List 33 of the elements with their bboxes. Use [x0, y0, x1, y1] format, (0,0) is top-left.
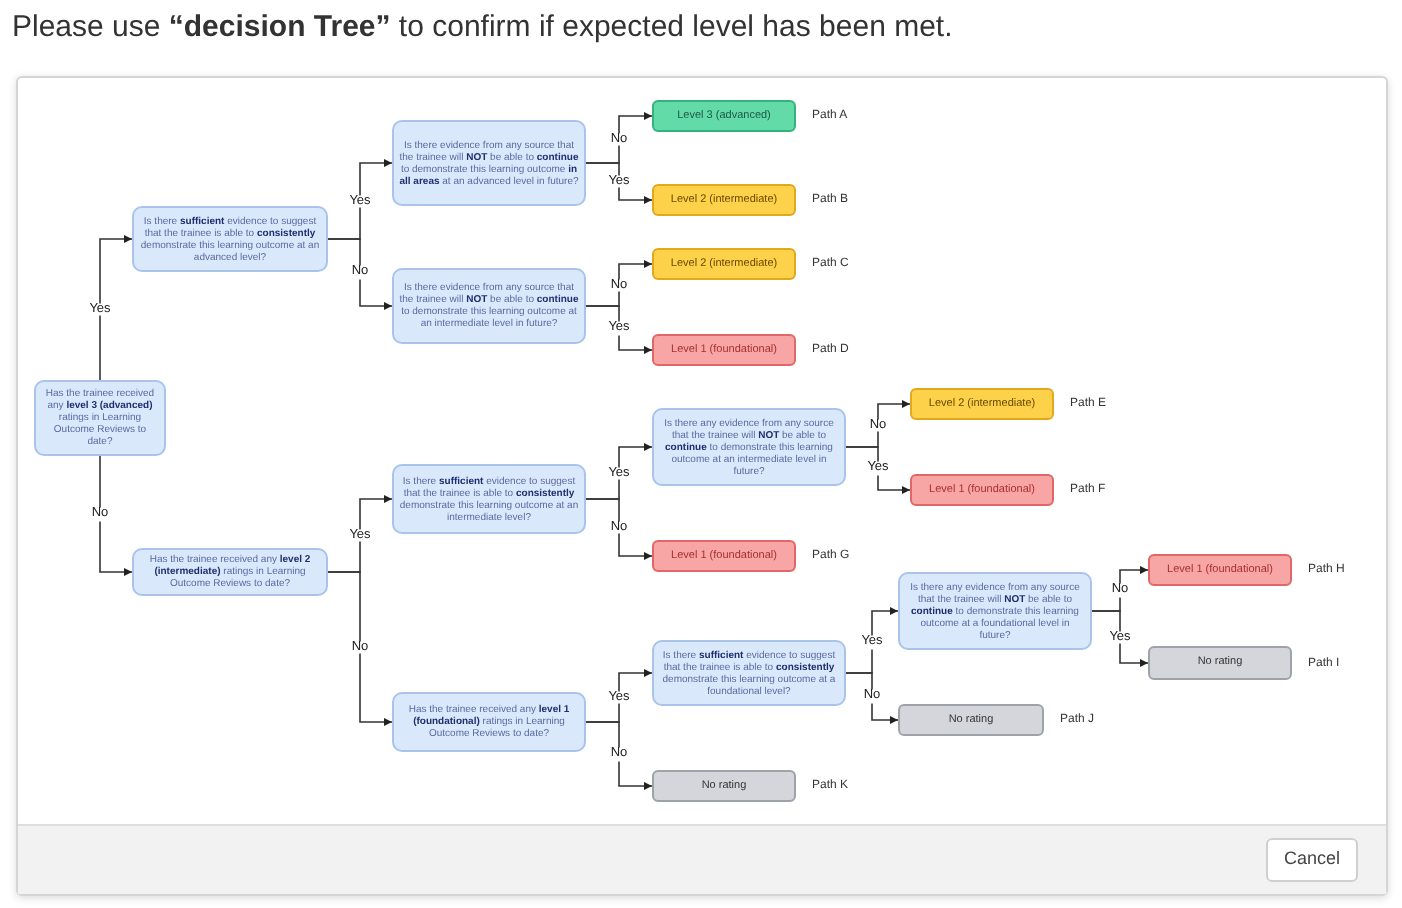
- outcome-box: [1148, 646, 1292, 680]
- outcome-box: [898, 704, 1044, 736]
- outcome-box: [652, 334, 796, 366]
- connector-arrow: [845, 672, 899, 724]
- connector-arrow: [327, 571, 393, 726]
- question-box: [652, 408, 846, 486]
- connector-arrow: [845, 446, 911, 494]
- question-box: [132, 206, 328, 272]
- outcome-box: [652, 770, 796, 802]
- question-box: [898, 572, 1092, 650]
- connector-arrow: [99, 235, 133, 381]
- outcome-box: [652, 248, 796, 280]
- question-box: [392, 120, 586, 206]
- connector-arrow: [585, 498, 653, 560]
- question-box: [392, 464, 586, 534]
- cancel-button: Cancel: [1266, 838, 1359, 882]
- connector-arrow: [585, 162, 653, 204]
- connector-arrow: [1091, 610, 1149, 667]
- outcome-box: [652, 184, 796, 216]
- outcome-box: [1148, 554, 1292, 586]
- connector-arrow: [99, 455, 133, 576]
- instruction-text: Please use “decision Tree” to confirm if expected level has been met.: [12, 8, 953, 48]
- connector-arrow: [585, 721, 653, 790]
- connector-arrow: [327, 238, 393, 310]
- question-box: [392, 268, 586, 344]
- question-box: [652, 640, 846, 706]
- outcome-box: [652, 540, 796, 572]
- question-box: [392, 692, 586, 752]
- outcome-box: [910, 474, 1054, 506]
- question-box: [132, 548, 328, 596]
- outcome-box: [652, 100, 796, 132]
- outcome-box: [910, 388, 1054, 420]
- connector-arrow: [585, 305, 653, 354]
